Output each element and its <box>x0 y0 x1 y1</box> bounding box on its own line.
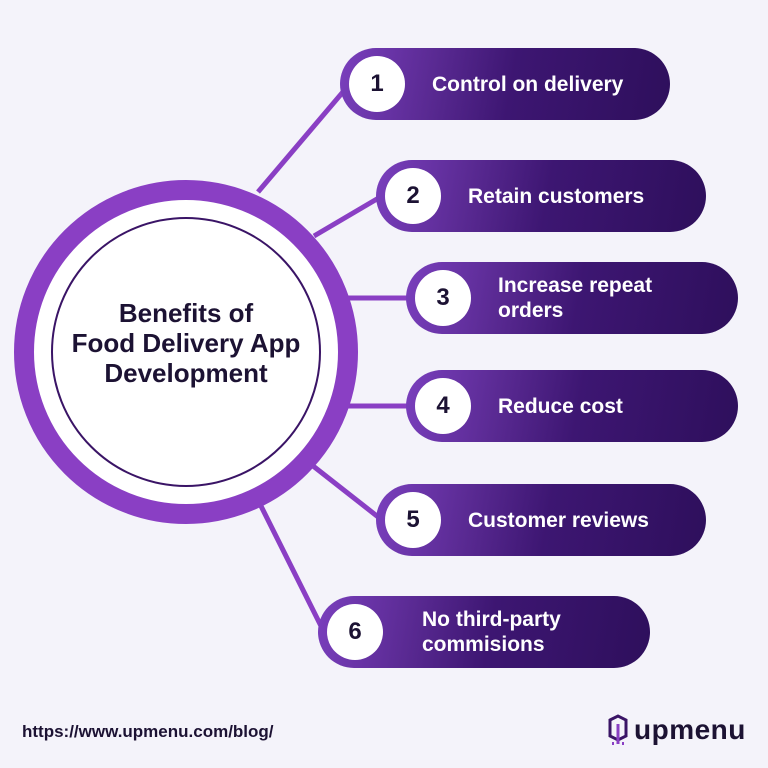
benefit-label-4: Reduce cost <box>498 394 623 418</box>
benefit-pill-1: 1 Control on delivery <box>340 48 670 120</box>
benefit-label-2: Retain customers <box>468 184 645 208</box>
source-url: https://www.upmenu.com/blog/ <box>22 722 274 741</box>
benefit-label-1: Control on delivery <box>432 72 624 96</box>
upmenu-logo-icon <box>608 714 628 745</box>
center-title-line-3: Development <box>104 358 268 388</box>
center-title: Benefits of Food Delivery App Developmen… <box>48 298 324 388</box>
brand-name: upmenu <box>634 714 746 745</box>
benefit-label-3: Increase repeat orders <box>498 274 653 322</box>
benefit-number-6: 6 <box>327 604 383 660</box>
benefit-pill-3: 3 Increase repeat orders <box>406 262 738 334</box>
benefit-label-5: Customer reviews <box>468 508 649 532</box>
center-title-line-1: Benefits of <box>118 298 254 328</box>
benefit-pill-4: 4 Reduce cost <box>406 370 738 442</box>
connector-2 <box>312 193 384 239</box>
benefit-number-5: 5 <box>385 492 441 548</box>
benefit-number-1: 1 <box>349 56 405 112</box>
benefit-label-6: No third-party commisions <box>422 608 561 656</box>
connector-1 <box>256 84 350 194</box>
benefit-number-2: 2 <box>385 168 441 224</box>
benefit-pill-6: 6 No third-party commisions <box>318 596 650 668</box>
connector-6 <box>255 498 327 634</box>
connector-lines <box>255 84 410 634</box>
connector-5 <box>306 460 384 522</box>
center-title-line-2: Food Delivery App <box>71 328 301 358</box>
benefit-pill-5: 5 Customer reviews <box>376 484 706 556</box>
center-inner-ring <box>51 217 321 487</box>
benefit-pill-2: 2 Retain customers <box>376 160 706 232</box>
benefit-number-4: 4 <box>415 378 471 434</box>
brand-logo: upmenu <box>606 712 746 748</box>
benefit-number-3: 3 <box>415 270 471 326</box>
